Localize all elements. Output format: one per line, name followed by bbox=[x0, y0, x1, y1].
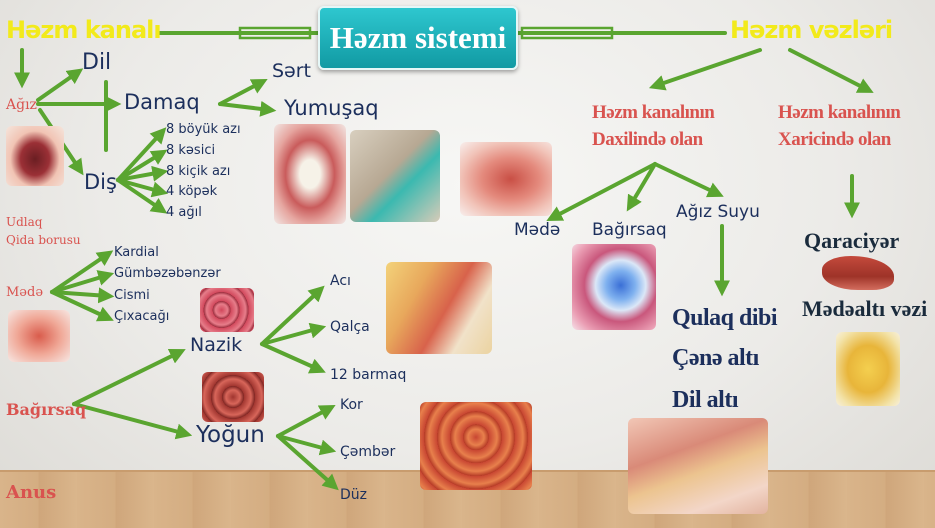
intestine-wall-image bbox=[386, 262, 492, 354]
tongue-label: Dil bbox=[82, 52, 111, 74]
salivary-glands-image bbox=[628, 418, 768, 514]
stomach-part-3: Cismi bbox=[114, 289, 150, 302]
colon-image bbox=[420, 402, 532, 490]
inner-item-intestine: Bağırsaq bbox=[592, 222, 667, 239]
intestine-label: Bağırsaq bbox=[6, 402, 86, 418]
skull-image bbox=[350, 130, 440, 222]
salivary-gland-1: Qulaq dibi bbox=[672, 306, 777, 330]
inner-item-stomach: Mədə bbox=[514, 222, 560, 239]
esophagus-label: Qida borusu bbox=[6, 234, 81, 246]
mouth-label: Ağız bbox=[6, 98, 37, 112]
teeth-label: Diş bbox=[84, 172, 117, 193]
arrow-intestine-large bbox=[74, 404, 186, 434]
large-part-2: Çəmbər bbox=[340, 445, 395, 459]
colon-small-image bbox=[202, 372, 264, 422]
arrow-mouth-tongue bbox=[38, 72, 78, 100]
villi-image bbox=[200, 288, 254, 332]
teeth-type-5: 4 ağıl bbox=[166, 206, 202, 219]
title-box: Həzm sistemi bbox=[318, 6, 518, 70]
small-intestine-label: Nazik bbox=[190, 336, 242, 355]
arrow-stomach-1 bbox=[52, 254, 108, 292]
arrow-glands-inner bbox=[655, 50, 760, 86]
stomach-label: Mədə bbox=[6, 286, 43, 299]
page-title: Həzm sistemi bbox=[330, 20, 506, 56]
palate-soft-label: Yumuşaq bbox=[284, 98, 379, 119]
pharynx-label: Udlaq bbox=[6, 216, 42, 228]
arrow-palate-soft bbox=[220, 104, 270, 110]
arrow-stomach-2 bbox=[52, 275, 108, 292]
teeth-diagram-image bbox=[274, 124, 346, 224]
inner-item-saliva: Ağız Suyu bbox=[676, 204, 760, 221]
stomach-image bbox=[8, 310, 70, 362]
small-part-1: Acı bbox=[330, 274, 351, 288]
stomach-part-2: Gümbəzəbənzər bbox=[114, 267, 221, 280]
outer-item-liver: Qaraciyər bbox=[804, 230, 899, 252]
outer-item-pancreas: Mədəaltı vəzi bbox=[802, 298, 927, 320]
stomach-part-4: Çıxacağı bbox=[114, 310, 169, 323]
arrow-small-3 bbox=[262, 344, 320, 370]
teeth-type-4: 4 köpək bbox=[166, 185, 217, 198]
arrow-large-1 bbox=[278, 408, 330, 436]
teeth-type-1: 8 böyük azı bbox=[166, 123, 241, 136]
arrow-palate-hard bbox=[220, 82, 262, 104]
arrow-inner-saliva bbox=[655, 164, 718, 194]
anus-label: Anus bbox=[6, 484, 56, 502]
large-intestine-label: Yoğun bbox=[196, 424, 265, 447]
inner-glands-heading: Həzm kanalının Daxilində olan bbox=[592, 100, 722, 153]
teeth-type-3: 8 kiçik azı bbox=[166, 165, 230, 178]
small-part-2: Qalça bbox=[330, 320, 370, 334]
large-part-1: Kor bbox=[340, 398, 363, 412]
pancreas-image bbox=[836, 332, 900, 406]
stomach-image-top bbox=[460, 142, 552, 216]
salivary-gland-3: Dil altı bbox=[672, 388, 738, 412]
palate-label: Damaq bbox=[124, 92, 200, 113]
arrow-intestine-small bbox=[74, 352, 180, 404]
mouth-image bbox=[6, 126, 64, 186]
teeth-type-2: 8 kəsici bbox=[166, 144, 215, 157]
stomach-part-1: Kardial bbox=[114, 246, 159, 259]
palate-hard-label: Sərt bbox=[272, 62, 311, 81]
outer-glands-heading: Həzm kanalının Xaricində olan bbox=[778, 100, 918, 153]
arrow-glands-outer bbox=[790, 50, 868, 90]
canal-heading: Həzm kanalı bbox=[6, 18, 161, 42]
glands-heading: Həzm vəzləri bbox=[730, 18, 892, 42]
large-part-3: Düz bbox=[340, 488, 367, 502]
salivary-gland-2: Çənə altı bbox=[672, 346, 759, 370]
intestine-villi-image bbox=[572, 244, 656, 330]
small-part-3: 12 barmaq bbox=[330, 368, 406, 382]
